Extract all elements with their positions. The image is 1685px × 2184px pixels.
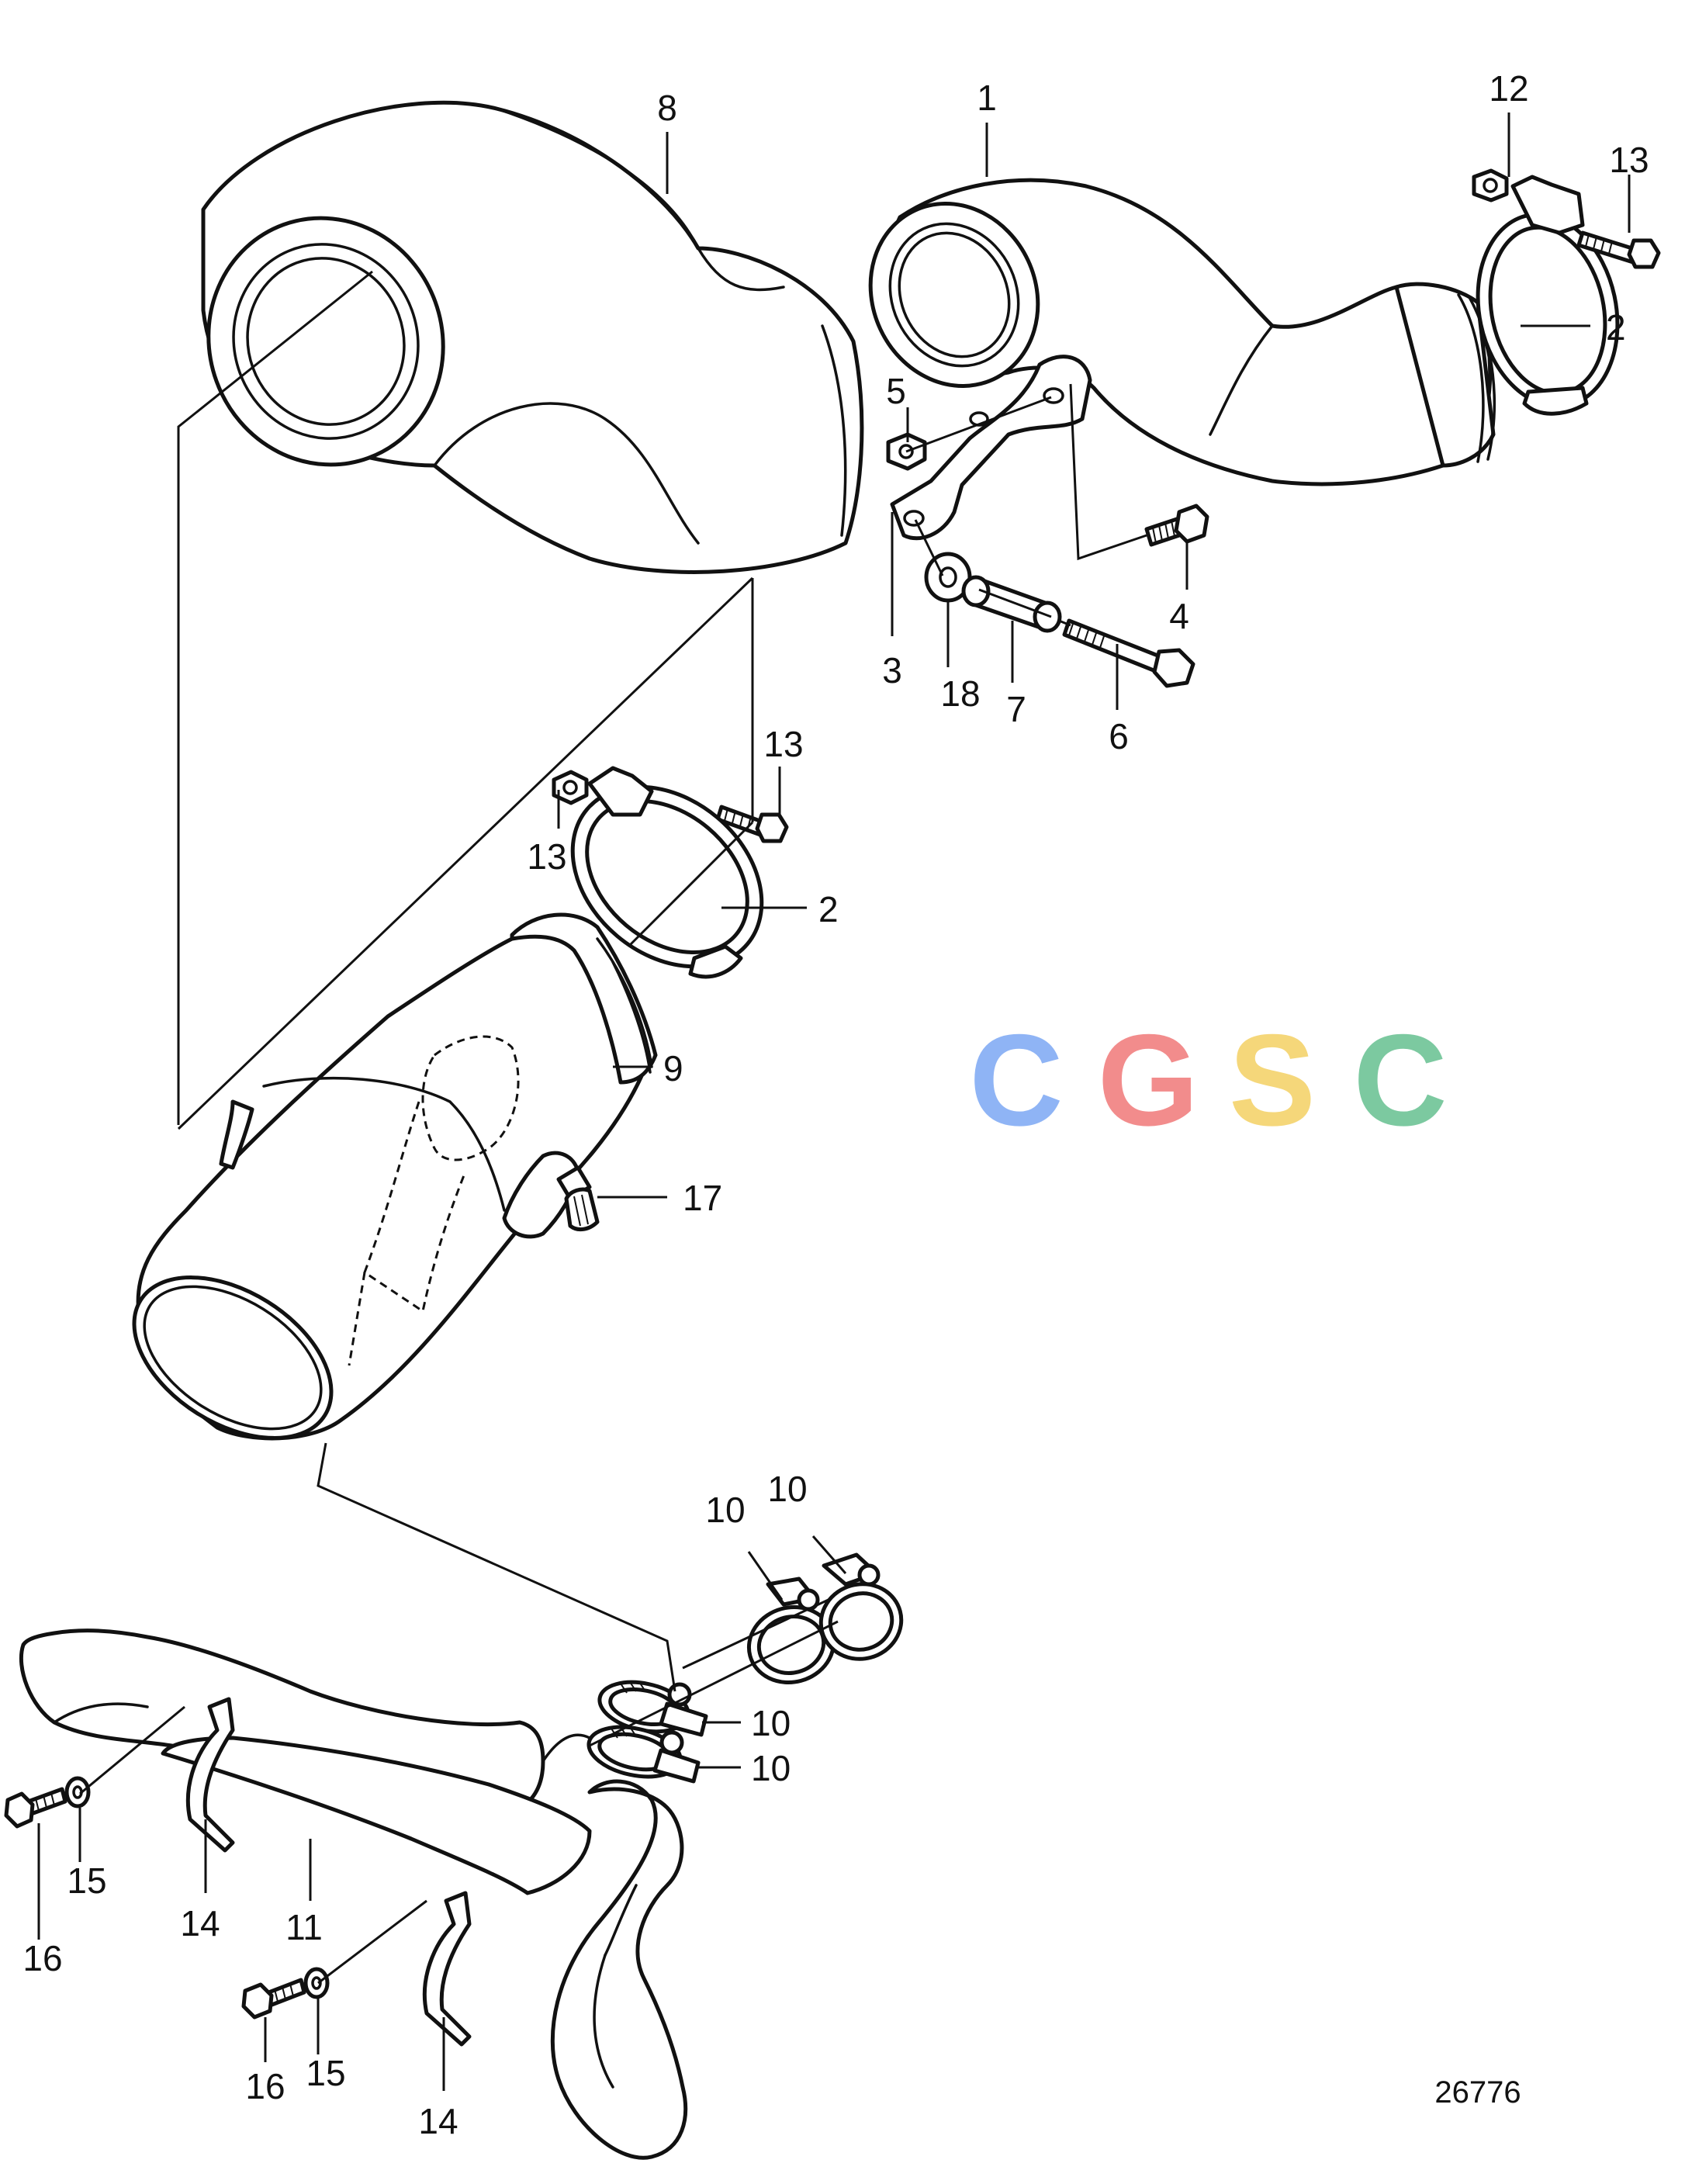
elbow-part-8 bbox=[201, 100, 864, 574]
callout-10-c: 10 bbox=[751, 1703, 791, 1743]
bolt-part-4 bbox=[1144, 504, 1209, 547]
screw-part-16-left bbox=[4, 1787, 67, 1829]
callout-10-d: 10 bbox=[751, 1748, 791, 1788]
watermark-letter-4: C bbox=[1353, 1007, 1447, 1153]
watermark-letter-1: C bbox=[969, 1007, 1063, 1153]
hose-clamp-part-10-c bbox=[597, 1680, 708, 1737]
callout-2-mid: 2 bbox=[818, 889, 839, 929]
callout-11: 11 bbox=[285, 1907, 323, 1947]
bracket-part-14-left bbox=[185, 1697, 235, 1853]
watermark-letter-3: S bbox=[1229, 1007, 1316, 1153]
hose-part-11 bbox=[19, 1628, 688, 2160]
clamp-part-2-mid bbox=[570, 766, 764, 979]
clamp-part-2-top bbox=[1476, 175, 1620, 416]
bolt-part-13-mid bbox=[715, 805, 789, 843]
callout-14-right: 14 bbox=[418, 2101, 458, 2141]
nut-part-12-top bbox=[1472, 168, 1509, 202]
drawing-number: 26776 bbox=[1434, 2075, 1521, 2110]
callout-9: 9 bbox=[663, 1048, 683, 1089]
screw-part-16-right bbox=[241, 1978, 306, 2020]
bolt-part-13-top bbox=[1576, 230, 1661, 269]
pipe-part-9 bbox=[132, 912, 658, 1441]
callout-4: 4 bbox=[1169, 596, 1189, 636]
callout-12-top: 12 bbox=[1489, 68, 1528, 109]
washer-part-15-right bbox=[303, 1967, 330, 1999]
callout-2-top: 2 bbox=[1606, 307, 1626, 348]
callout-13-top: 13 bbox=[1609, 140, 1649, 180]
hose-clamp-part-10-b bbox=[818, 1552, 904, 1661]
callout-3: 3 bbox=[882, 650, 902, 691]
callout-leaders bbox=[37, 112, 1631, 2091]
callout-10-b: 10 bbox=[767, 1469, 807, 1509]
bracket-part-14-right bbox=[422, 1891, 472, 2047]
callout-6: 6 bbox=[1109, 716, 1129, 756]
callout-15-right: 15 bbox=[306, 2053, 345, 2093]
callout-18: 18 bbox=[940, 673, 980, 714]
callout-labels: 8 1 12 13 2 5 4 3 18 7 6 13 13 2 9 17 10… bbox=[22, 68, 1649, 2141]
callout-12-mid: 13 bbox=[527, 836, 566, 877]
callout-8: 8 bbox=[657, 88, 677, 128]
nut-part-12-mid bbox=[552, 770, 589, 805]
callout-7: 7 bbox=[1006, 689, 1026, 729]
pipe-part-1 bbox=[868, 178, 1496, 486]
bolt-part-6 bbox=[1062, 618, 1195, 688]
watermark-letter-2: G bbox=[1098, 1007, 1199, 1153]
callout-5: 5 bbox=[886, 371, 906, 411]
spacer-part-7 bbox=[961, 575, 1062, 633]
washer-part-15-left bbox=[64, 1776, 91, 1808]
callout-1: 1 bbox=[977, 78, 997, 118]
assembly-lines bbox=[79, 270, 1147, 1985]
callout-10-a: 10 bbox=[705, 1490, 745, 1530]
plug-part-17 bbox=[556, 1165, 600, 1232]
callout-16-left: 16 bbox=[22, 1938, 62, 1978]
callout-13-mid: 13 bbox=[763, 724, 803, 764]
hose-clamp-part-10-d bbox=[586, 1725, 701, 1784]
callout-14-left: 14 bbox=[180, 1903, 220, 1943]
cgsc-watermark: C G S C bbox=[969, 1007, 1447, 1153]
callout-17: 17 bbox=[683, 1178, 722, 1218]
callout-15-left: 15 bbox=[67, 1860, 106, 1901]
callout-16-right: 16 bbox=[245, 2066, 285, 2106]
